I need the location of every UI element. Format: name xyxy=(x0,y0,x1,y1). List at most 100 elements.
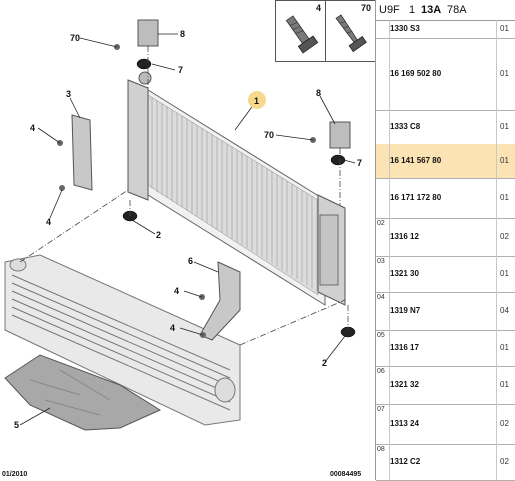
row-divider xyxy=(389,20,390,38)
part-reference[interactable]: 1316 17 xyxy=(390,343,419,352)
row-divider xyxy=(496,38,497,110)
part-reference[interactable]: 1319 N7 xyxy=(390,306,421,315)
part-index: 02 xyxy=(377,220,385,227)
header-code: 78A xyxy=(447,4,467,16)
callout-5: 5 xyxy=(14,420,19,430)
bushings xyxy=(122,58,356,338)
part-row[interactable]: 16 171 172 80 01 xyxy=(376,178,515,219)
part-reference[interactable]: 1316 12 xyxy=(390,232,419,241)
callout-4-lower-left: 4 xyxy=(46,217,51,227)
hardware-label-70: 70 xyxy=(360,3,371,13)
row-divider xyxy=(389,292,390,330)
part-reference[interactable]: 1321 30 xyxy=(390,269,419,278)
callout-70-top: 70 xyxy=(70,33,80,43)
row-divider xyxy=(496,110,497,144)
part-reference[interactable]: 1333 C8 xyxy=(390,122,421,131)
row-divider xyxy=(496,218,497,256)
callout-7-right: 7 xyxy=(357,158,362,168)
radiator xyxy=(127,71,346,306)
part-quantity: 01 xyxy=(500,343,509,352)
row-divider xyxy=(389,256,390,292)
part-row[interactable]: 08 1312 C2 02 xyxy=(376,444,515,481)
callout-3: 3 xyxy=(66,89,71,99)
row-divider xyxy=(389,218,390,256)
callout-2-left: 2 xyxy=(156,230,161,240)
part-row[interactable]: 16 169 502 80 01 xyxy=(376,38,515,111)
part-row[interactable]: 1330 S3 01 xyxy=(376,20,515,39)
callout-1: 1 xyxy=(254,96,259,106)
hardware-label-4: 4 xyxy=(315,3,321,13)
part-reference[interactable]: 1330 S3 xyxy=(390,24,420,33)
row-divider xyxy=(389,404,390,444)
row-divider xyxy=(496,144,497,178)
callout-4-mid: 4 xyxy=(174,286,179,296)
part-quantity: 01 xyxy=(500,269,509,278)
left-bracket xyxy=(71,114,93,191)
part-row[interactable]: 03 1321 30 01 xyxy=(376,256,515,293)
lower-bracket xyxy=(199,261,241,341)
callout-4-upper-left: 4 xyxy=(30,123,35,133)
row-divider xyxy=(496,292,497,330)
row-divider xyxy=(496,366,497,404)
row-divider xyxy=(496,330,497,366)
row-divider xyxy=(496,404,497,444)
row-divider xyxy=(496,444,497,480)
part-quantity: 01 xyxy=(500,69,509,78)
part-quantity: 02 xyxy=(500,457,509,466)
callout-8-right: 8 xyxy=(316,88,321,98)
callout-70-right: 70 xyxy=(264,130,274,140)
row-divider xyxy=(389,110,390,144)
part-quantity: 04 xyxy=(500,306,509,315)
header-group: 1 xyxy=(409,4,416,16)
row-divider xyxy=(389,38,390,110)
callout-8-top: 8 xyxy=(180,29,185,39)
part-index: 08 xyxy=(377,446,385,453)
part-row[interactable]: 02 1316 12 02 xyxy=(376,218,515,257)
part-index: 06 xyxy=(377,368,385,375)
part-reference[interactable]: 16 171 172 80 xyxy=(390,193,442,202)
part-quantity: 01 xyxy=(500,122,509,131)
part-row[interactable]: 06 1321 32 01 xyxy=(376,366,515,405)
part-row[interactable]: 04 1319 N7 04 xyxy=(376,292,515,331)
part-index: 04 xyxy=(377,294,385,301)
part-reference[interactable]: 1312 C2 xyxy=(390,457,421,466)
part-quantity: 02 xyxy=(500,419,509,428)
intercooler xyxy=(4,254,241,426)
row-divider xyxy=(389,366,390,404)
panel-header: U9F 1 13A 78A xyxy=(376,0,515,21)
part-reference[interactable]: 16 169 502 80 xyxy=(390,69,442,78)
screw-icon xyxy=(335,14,367,53)
row-divider xyxy=(389,444,390,480)
hardware-cell-screw[interactable]: 70 xyxy=(325,1,375,61)
diagram-date: 01/2010 xyxy=(2,471,27,478)
part-reference[interactable]: 16 141 567 80 xyxy=(390,156,442,165)
row-divider xyxy=(496,20,497,38)
row-divider xyxy=(389,178,390,218)
exploded-parts-diagram: 70 8 7 1 3 4 4 2 8 70 7 6 4 4 2 5 01/201… xyxy=(2,19,362,478)
part-quantity: 01 xyxy=(500,193,509,202)
drawing-number: 00084495 xyxy=(330,471,361,478)
part-row[interactable]: 1333 C8 01 xyxy=(376,110,515,145)
part-quantity: 01 xyxy=(500,380,509,389)
callout-6: 6 xyxy=(188,256,193,266)
header-prefix: U9F xyxy=(379,4,400,16)
alignment-lines xyxy=(19,46,349,346)
part-quantity: 01 xyxy=(500,24,509,33)
part-quantity: 02 xyxy=(500,232,509,241)
hardware-cell-bolt[interactable]: 4 xyxy=(276,1,325,61)
part-reference[interactable]: 1321 32 xyxy=(390,380,419,389)
callout-7-top: 7 xyxy=(178,65,183,75)
part-index: 03 xyxy=(377,258,385,265)
callout-4-lower: 4 xyxy=(170,323,175,333)
part-reference[interactable]: 1313 24 xyxy=(390,419,419,428)
header-section: 13A xyxy=(421,4,442,16)
callout-2-right: 2 xyxy=(322,358,327,368)
row-divider xyxy=(496,178,497,218)
row-divider xyxy=(389,144,390,178)
hardware-box: 4 70 xyxy=(275,0,376,62)
row-divider xyxy=(496,256,497,292)
callout-1-marker xyxy=(248,91,266,109)
